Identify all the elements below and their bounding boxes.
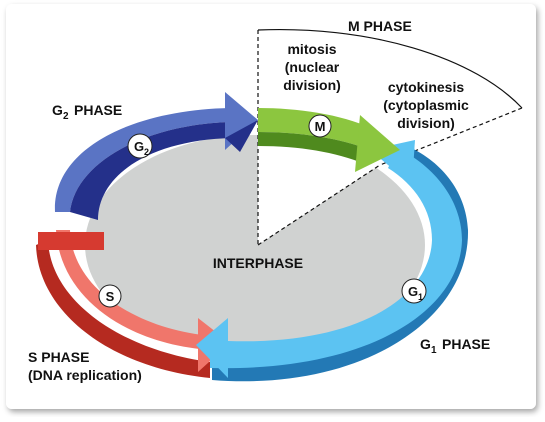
s-phase-label-line-1: S PHASE: [28, 349, 89, 365]
svg-text:2: 2: [63, 111, 69, 122]
cytokinesis-line-3: division): [397, 115, 455, 131]
m-phase-dash-bottom: [257, 164, 381, 246]
g1-badge: G 1: [401, 278, 427, 304]
m-phase-label: M PHASE: [348, 18, 412, 34]
svg-text:2: 2: [144, 147, 149, 157]
s-badge: S: [98, 284, 122, 308]
mitosis-line-3: division): [283, 77, 341, 93]
svg-text:G: G: [52, 102, 63, 118]
cytokinesis-line-2: (cytoplasmic: [383, 97, 469, 113]
mitosis-line-1: mitosis: [287, 41, 336, 57]
cytokinesis-line-1: cytokinesis: [388, 79, 464, 95]
g2-badge: G 2: [127, 133, 153, 159]
m-phase-arc: [257, 28, 523, 109]
mitosis-line-2: (nuclear: [285, 59, 340, 75]
m-badge: M: [308, 114, 332, 138]
svg-text:1: 1: [431, 345, 437, 356]
s-phase-label-line-2: (DNA replication): [28, 367, 142, 383]
g1-phase-label: G 1 PHASE: [420, 336, 490, 356]
g2-phase-label: G 2 PHASE: [52, 102, 122, 122]
svg-text:1: 1: [418, 292, 423, 302]
svg-text:S: S: [106, 289, 115, 304]
svg-text:PHASE: PHASE: [74, 102, 122, 118]
interphase-label: INTERPHASE: [213, 255, 303, 271]
svg-text:G: G: [134, 139, 144, 154]
svg-text:G: G: [408, 284, 418, 299]
svg-text:M: M: [315, 119, 326, 134]
svg-text:PHASE: PHASE: [442, 336, 490, 352]
svg-text:G: G: [420, 336, 431, 352]
